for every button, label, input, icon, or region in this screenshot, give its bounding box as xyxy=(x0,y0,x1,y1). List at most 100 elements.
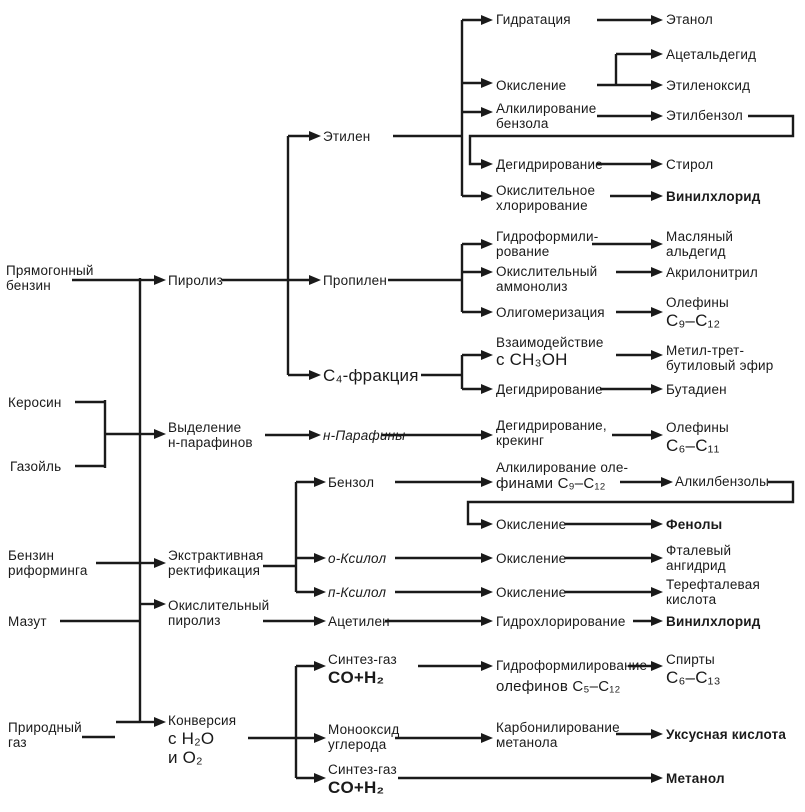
arrowhead xyxy=(481,107,493,117)
source-kerosene: Керосин xyxy=(8,395,62,410)
intermediate-acetylene: Ацетилен xyxy=(328,614,390,629)
product-alkylbenzenes: Алкилбензолы xyxy=(675,474,769,489)
arrowhead xyxy=(481,430,493,440)
reaction-dehydrogenation-ethylbenzene: Дегидрирование xyxy=(496,157,603,172)
arrowhead xyxy=(651,430,663,440)
arrowhead xyxy=(481,661,493,671)
product-acetic-acid: Уксусная кислота xyxy=(666,727,787,742)
arrowhead xyxy=(651,616,663,626)
arrowhead xyxy=(651,15,663,25)
arrowhead xyxy=(651,773,663,783)
arrowhead xyxy=(481,350,493,360)
arrowheads xyxy=(154,15,673,783)
connector-lines xyxy=(60,18,795,780)
reaction-ammonolysis: Окислительный аммонолиз xyxy=(496,264,598,294)
arrowhead xyxy=(154,429,166,439)
arrowhead xyxy=(651,191,663,201)
intermediate-c4-fraction: C₄-фракция xyxy=(323,366,419,385)
reaction-hydration: Гидратация xyxy=(496,12,571,27)
arrowhead xyxy=(314,773,326,783)
arrowhead xyxy=(651,350,663,360)
intermediate-p-xylene: п-Ксилол xyxy=(328,585,387,600)
arrowhead xyxy=(651,519,663,529)
intermediate-carbon-monoxide: Монооксид углерода xyxy=(328,722,400,752)
reaction-oxidation-p-xylene: Окисление xyxy=(496,585,567,600)
intermediate-syngas-1: Синтез-газ CO+H₂ xyxy=(328,652,397,687)
product-vinyl-chloride-1: Винилхлорид xyxy=(666,189,761,204)
intermediate-syngas-2: Синтез-газ CO+H₂ xyxy=(328,762,397,797)
process-pyrolysis: Пиролиз xyxy=(168,273,223,288)
reaction-dehydrogenation-c4: Дегидрирование xyxy=(496,382,603,397)
arrowhead xyxy=(309,370,321,380)
arrowhead xyxy=(481,78,493,88)
arrowhead xyxy=(154,599,166,609)
product-vinyl-chloride-2: Винилхлорид xyxy=(666,614,761,629)
reaction-oxidation-o-xylene: Окисление xyxy=(496,551,567,566)
reaction-oligomerization: Олигомеризация xyxy=(496,305,605,320)
arrowhead xyxy=(481,15,493,25)
arrowhead xyxy=(309,430,321,440)
arrowhead xyxy=(309,275,321,285)
process-conversion: Конверсия с H₂O и O₂ xyxy=(168,713,237,767)
arrowhead xyxy=(481,519,493,529)
intermediate-benzene: Бензол xyxy=(328,475,375,490)
arrowhead xyxy=(481,587,493,597)
product-phenols: Фенолы xyxy=(666,517,723,532)
reaction-hydroformylation-propylene: Гидроформили- рование xyxy=(496,229,599,259)
reaction-hydroformylation-olefins: Гидроформилирование олефинов C₅–C₁₂ xyxy=(496,658,648,695)
product-butadiene: Бутадиен xyxy=(666,382,727,397)
product-ethylene-oxide: Этиленоксид xyxy=(666,78,751,93)
source-fuel-oil: Мазут xyxy=(8,614,47,629)
arrowhead xyxy=(481,267,493,277)
reaction-dehydrogenation-cracking: Дегидрирование, крекинг xyxy=(496,418,607,448)
arrowhead xyxy=(651,80,663,90)
arrowhead xyxy=(314,733,326,743)
product-methanol: Метанол xyxy=(666,771,725,786)
arrowhead xyxy=(314,587,326,597)
reaction-benzene-alkylation: Алкилирование бензола xyxy=(496,101,597,131)
product-mtbe: Метил-трет- бутиловый эфир xyxy=(666,343,774,373)
arrowhead xyxy=(651,111,663,121)
arrowhead xyxy=(314,477,326,487)
process-extractive-rectification: Экстрактивная ректификация xyxy=(168,548,264,578)
reaction-oxychlorination: Окислительное хлорирование xyxy=(496,183,596,213)
process-paraffin-separation: Выделение н-парафинов xyxy=(168,420,253,450)
product-olefins-c9-c12: Олефины C₉–C₁₂ xyxy=(666,295,729,330)
reaction-olefin-alkylation: Алкилирование оле- финами C₉–C₁₂ xyxy=(496,460,629,492)
arrowhead xyxy=(481,553,493,563)
intermediate-o-xylene: о-Ксилол xyxy=(328,551,387,566)
arrowhead xyxy=(651,239,663,249)
product-acrylonitrile: Акрилонитрил xyxy=(666,265,759,280)
intermediate-ethylene: Этилен xyxy=(323,129,371,144)
product-acetaldehyde: Ацетальдегид xyxy=(666,47,757,62)
arrowhead xyxy=(481,733,493,743)
process-oxidative-pyrolysis: Окислительный пиролиз xyxy=(168,598,270,628)
arrowhead xyxy=(651,307,663,317)
arrowhead xyxy=(154,717,166,727)
product-olefins-c6-c11: Олефины C₆–C₁₁ xyxy=(666,420,729,455)
arrowhead xyxy=(651,661,663,671)
product-terephthalic-acid: Терефталевая кислота xyxy=(666,577,760,607)
arrowhead xyxy=(481,477,493,487)
reaction-hydrochlorination: Гидрохлорирование xyxy=(496,614,626,629)
arrowhead xyxy=(314,553,326,563)
arrowhead xyxy=(651,729,663,739)
arrowhead xyxy=(481,159,493,169)
arrowhead xyxy=(481,307,493,317)
source-reformate: Бензин риформинга xyxy=(8,548,88,578)
intermediate-n-paraffins: н-Парафины xyxy=(323,428,406,443)
product-styrene: Стирол xyxy=(666,157,714,172)
arrowhead xyxy=(154,558,166,568)
reaction-oxidation-ethylene: Окисление xyxy=(496,78,567,93)
arrowhead xyxy=(154,275,166,285)
source-gas-oil: Газойль xyxy=(10,459,62,474)
reaction-methanol-interaction: Взаимодействие с CH₃OH xyxy=(496,335,604,369)
arrowhead xyxy=(481,384,493,394)
arrowhead xyxy=(309,131,321,141)
product-butyraldehyde: Масляный альдегид xyxy=(666,229,734,259)
arrowhead xyxy=(481,616,493,626)
arrowhead xyxy=(314,661,326,671)
arrowhead xyxy=(651,49,663,59)
source-straight-run-gasoline: Прямогонный бензин xyxy=(6,263,94,293)
